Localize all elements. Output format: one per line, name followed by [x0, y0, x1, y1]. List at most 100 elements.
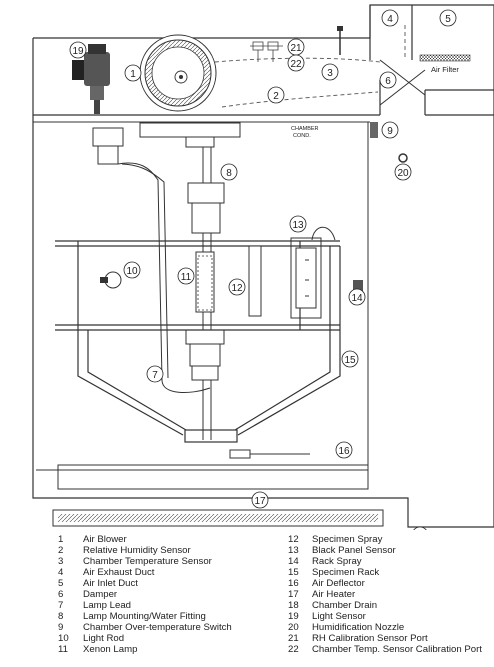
specimen-rack [55, 240, 341, 443]
sensor-calibration-ports [250, 41, 283, 62]
light-rod [100, 271, 122, 289]
rack-spray [353, 280, 363, 294]
callout-14: 14 [348, 288, 366, 306]
legend-label-14: Rack Spray [312, 556, 362, 567]
callout-text-14: 14 [351, 293, 363, 304]
xenon-test-chamber-diagram: 1 2 3 4 5 6 7 8 9 10 11 12 13 14 15 16 1… [32, 4, 494, 530]
legend-num-4: 4 [58, 567, 64, 578]
legend-num-2: 2 [58, 545, 64, 556]
light-sensor [72, 44, 110, 114]
callout-text-20: 20 [397, 168, 409, 179]
air-filter-element [419, 54, 471, 62]
legend-label-1: Air Blower [83, 534, 127, 545]
legend-num-8: 8 [58, 611, 64, 622]
air-heater [52, 509, 384, 527]
chamber-walls [33, 121, 370, 490]
legend-num-16: 16 [288, 578, 299, 589]
callout-text-9: 9 [387, 126, 393, 137]
legend-num-12: 12 [288, 534, 299, 545]
callout-15: 15 [341, 350, 359, 368]
legend-num-13: 13 [288, 545, 299, 556]
legend-num-21: 21 [288, 633, 299, 644]
callout-text-5: 5 [445, 14, 451, 25]
legend-num-1: 1 [58, 534, 64, 545]
callout-text-2: 2 [273, 91, 279, 102]
legend-item-6: 6 Damper [58, 589, 232, 600]
lamp-column [185, 147, 225, 440]
callout-text-22: 22 [290, 59, 302, 70]
air-blower [139, 34, 217, 112]
legend-label-15: Specimen Rack [312, 567, 380, 578]
callout-13: 13 [289, 215, 307, 233]
chamber-cond-label-line1: CHAMBER [291, 126, 319, 132]
legend-item-14: 14 Rack Spray [288, 556, 482, 567]
legend-num-6: 6 [58, 589, 64, 600]
callout-11: 11 [177, 267, 195, 285]
legend-label-6: Damper [83, 589, 118, 600]
callout-17: 17 [251, 491, 269, 509]
callout-text-8: 8 [226, 168, 232, 179]
callout-text-17: 17 [254, 496, 266, 507]
legend-label-16: Air Deflector [312, 578, 365, 589]
callout-6: 6 [379, 71, 397, 89]
callout-8: 8 [220, 163, 238, 181]
callout-text-16: 16 [338, 446, 350, 457]
legend-label-9: Chamber Over-temperature Switch [83, 622, 232, 633]
legend-label-3: Chamber Temperature Sensor [83, 556, 212, 567]
legend-num-7: 7 [58, 600, 64, 611]
callout-2: 2 [267, 86, 285, 104]
damper [379, 59, 426, 106]
callout-20: 20 [394, 163, 412, 181]
callout-10: 10 [123, 261, 141, 279]
legend-item-13: 13 Black Panel Sensor [288, 545, 482, 556]
legend-label-8: Lamp Mounting/Water Fitting [83, 611, 206, 622]
legend-num-10: 10 [58, 633, 69, 644]
callout-text-19: 19 [72, 46, 84, 57]
legend-num-22: 22 [288, 644, 299, 655]
xenon-lamp [197, 255, 213, 311]
callout-5: 5 [439, 9, 457, 27]
callout-1: 1 [124, 64, 142, 82]
legend-item-20: 20 Humidification Nozzle [288, 622, 482, 633]
black-panel-sensor [290, 226, 336, 319]
legend-num-19: 19 [288, 611, 299, 622]
legend-num-14: 14 [288, 556, 299, 567]
callout-text-21: 21 [290, 43, 302, 54]
legend-num-18: 18 [288, 600, 299, 611]
callout-21: 21 [287, 38, 305, 56]
legend-num-15: 15 [288, 567, 299, 578]
legend-label-19: Light Sensor [312, 611, 366, 622]
legend-label-11: Xenon Lamp [83, 644, 138, 655]
legend-label-20: Humidification Nozzle [312, 622, 405, 633]
legend-label-5: Air Inlet Duct [83, 578, 138, 589]
chamber-cond-label-line2: COND. [293, 133, 311, 139]
callout-text-1: 1 [130, 69, 136, 80]
callout-text-3: 3 [327, 68, 333, 79]
lamp-lead [117, 162, 211, 393]
callout-text-13: 13 [292, 220, 304, 231]
callout-text-11: 11 [181, 272, 192, 283]
legend-label-10: Light Rod [83, 633, 125, 644]
legend-item-8: 8 Lamp Mounting/Water Fitting [58, 611, 232, 622]
legend-label-13: Black Panel Sensor [312, 545, 396, 556]
callout-22: 22 [287, 54, 305, 72]
callout-9: 9 [381, 121, 399, 139]
legend-num-20: 20 [288, 622, 299, 633]
humidification-nozzle [398, 153, 408, 163]
specimen-spray-panel [248, 245, 262, 317]
callouts: 1 2 3 4 5 6 7 8 9 10 11 12 13 14 15 16 1… [69, 9, 457, 530]
